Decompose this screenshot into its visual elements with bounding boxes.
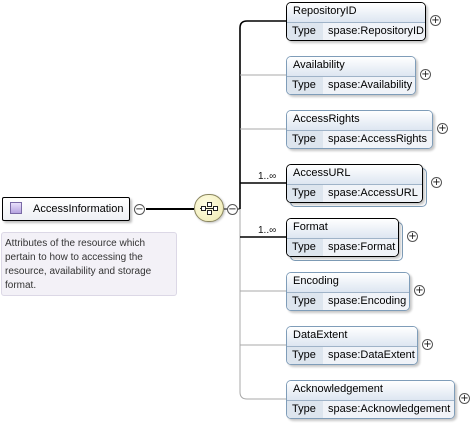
type-value: spase:AccessURL xyxy=(328,187,418,199)
sequence-icon xyxy=(201,206,206,211)
root-element-label: AccessInformation xyxy=(33,203,124,215)
type-label: Type xyxy=(287,239,323,256)
expand-toggle[interactable]: + xyxy=(459,393,470,404)
child-element-name: Encoding xyxy=(287,273,409,292)
child-element-data-extent[interactable]: DataExtent Type spase:DataExtent + xyxy=(286,326,433,365)
sequence-icon xyxy=(207,210,212,215)
annotation-line: format. xyxy=(5,280,37,291)
annotation-line: resource, availability and storage xyxy=(5,266,152,277)
expand-toggle[interactable]: + xyxy=(430,15,441,26)
occurrence-label: 1..∞ xyxy=(258,171,277,182)
type-label: Type xyxy=(287,131,323,148)
element-icon xyxy=(10,202,22,214)
type-label: Type xyxy=(287,293,323,310)
sequence-line xyxy=(200,208,218,209)
type-value: spase:DataExtent xyxy=(328,349,415,361)
root-annotation: Attributes of the resource which pertain… xyxy=(1,232,177,296)
child-element-access-url[interactable]: AccessURL Type spase:AccessURL + xyxy=(286,164,442,207)
annotation-line: pertain to how to accessing the xyxy=(5,252,143,263)
expand-toggle[interactable]: + xyxy=(437,123,448,134)
type-value: spase:AccessRights xyxy=(328,133,428,145)
compositor-collapse-toggle[interactable]: − xyxy=(227,204,238,215)
root-collapse-toggle[interactable]: − xyxy=(134,204,145,215)
child-element-name: AccessRights xyxy=(287,111,432,130)
child-element-name: AccessURL xyxy=(287,165,422,184)
child-element-access-rights[interactable]: AccessRights Type spase:AccessRights + xyxy=(286,110,448,149)
root-element-box[interactable]: AccessInformation xyxy=(2,197,130,221)
expand-toggle[interactable]: + xyxy=(420,69,431,80)
sequence-trunk-upper xyxy=(239,20,286,209)
child-element-name: Availability xyxy=(287,57,415,76)
child-element-acknowledgement[interactable]: Acknowledgement Type spase:Acknowledgeme… xyxy=(286,380,470,419)
type-value: spase:RepositoryID xyxy=(328,25,424,37)
type-value: spase:Encoding xyxy=(328,295,407,307)
child-element-encoding[interactable]: Encoding Type spase:Encoding + xyxy=(286,272,425,311)
type-label: Type xyxy=(287,347,323,364)
child-element-name: DataExtent xyxy=(287,327,417,346)
occurrence-label: 1..∞ xyxy=(258,225,277,236)
child-element-name: Format xyxy=(287,219,398,238)
sequence-icon xyxy=(213,206,218,211)
sequence-trunk-lower xyxy=(239,209,286,400)
annotation-line: Attributes of the resource which xyxy=(5,238,146,249)
expand-toggle[interactable]: + xyxy=(431,177,442,188)
type-label: Type xyxy=(287,77,323,94)
type-label: Type xyxy=(287,401,323,418)
type-label: Type xyxy=(287,185,323,202)
type-value: spase:Availability xyxy=(328,79,413,91)
type-value: spase:Acknowledgement xyxy=(328,403,451,415)
child-element-name: RepositoryID xyxy=(287,3,425,22)
type-value: spase:Format xyxy=(328,241,396,253)
expand-toggle[interactable]: + xyxy=(414,285,425,296)
child-element-name: Acknowledgement xyxy=(287,381,454,400)
type-label: Type xyxy=(287,23,323,40)
child-element-format[interactable]: Format Type spase:Format + xyxy=(286,218,418,261)
sequence-compositor[interactable] xyxy=(194,194,224,222)
expand-toggle[interactable]: + xyxy=(422,339,433,350)
sequence-icon xyxy=(207,202,212,207)
expand-toggle[interactable]: + xyxy=(407,231,418,242)
child-element-repository-id[interactable]: RepositoryID Type spase:RepositoryID + xyxy=(286,2,441,41)
child-element-availability[interactable]: Availability Type spase:Availability + xyxy=(286,56,431,95)
